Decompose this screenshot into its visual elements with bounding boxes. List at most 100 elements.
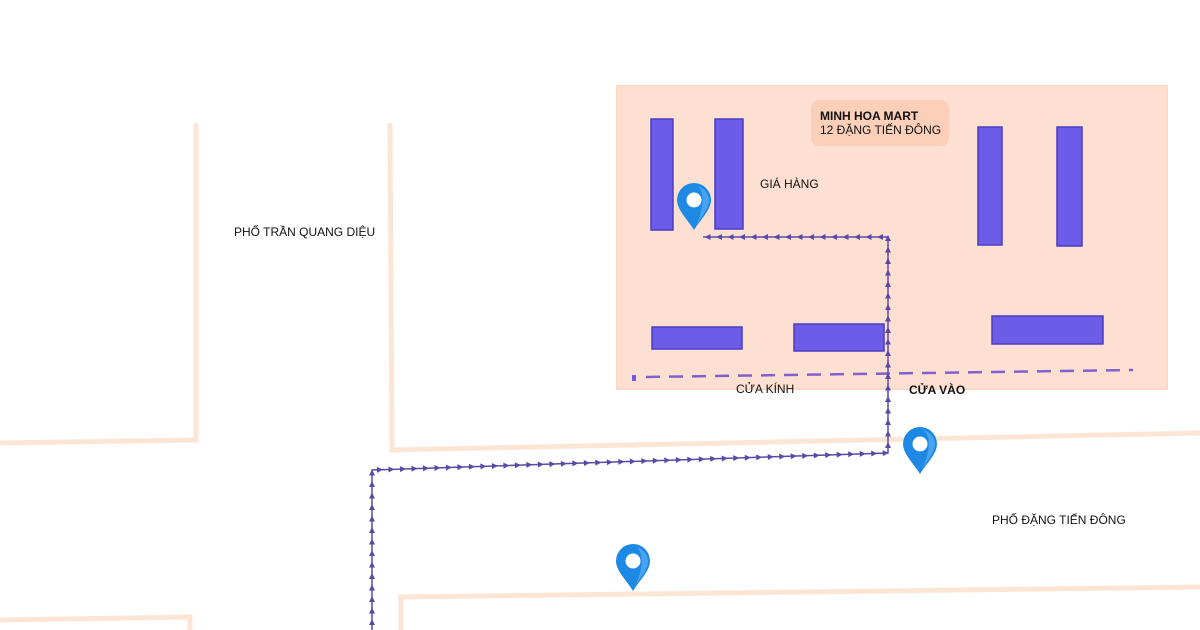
shelf [793, 323, 885, 352]
route-arrow [369, 515, 375, 522]
route-arrow [885, 350, 891, 356]
location-pin-icon[interactable] [616, 544, 650, 591]
door-marker [632, 375, 636, 381]
store-info-card: MINH HOA MART 12 ĐẶNG TIẾN ĐÔNG [811, 100, 949, 146]
route-arrow [721, 455, 728, 462]
route-arrow [796, 234, 803, 240]
route-arrow [503, 462, 510, 469]
route-arrow [854, 234, 860, 240]
route-arrow [885, 315, 891, 322]
route-path [369, 234, 891, 630]
location-pin-icon[interactable] [903, 427, 937, 474]
store-address: 12 ĐẶNG TIẾN ĐÔNG [820, 123, 942, 137]
route-arrow [537, 461, 544, 468]
route-arrow [376, 466, 383, 473]
route-arrow [871, 450, 878, 457]
route-arrow [848, 451, 855, 458]
store-name: MINH HOA MART [820, 109, 919, 123]
shelves [650, 118, 1104, 352]
route-arrow [882, 450, 889, 457]
route-arrow [885, 373, 891, 379]
route-arrow [549, 461, 556, 468]
route-arrow [762, 234, 768, 240]
route-arrow [445, 464, 452, 471]
route-arrow [802, 452, 809, 459]
route-arrow [369, 596, 375, 602]
route-arrow [572, 460, 579, 467]
route-arrow [885, 430, 891, 437]
route-arrow [422, 465, 429, 472]
route-arrow [773, 234, 780, 240]
route-arrow [388, 466, 395, 473]
route-arrow [369, 504, 375, 510]
route-arrow [885, 338, 891, 345]
glass-door-line [645, 368, 1134, 379]
route-arrow [369, 584, 375, 591]
route-arrow [885, 292, 891, 299]
route-arrow [698, 456, 705, 463]
route-arrow [885, 384, 891, 391]
route-arrow [885, 361, 891, 368]
route-arrow [885, 327, 891, 333]
route-arrow [652, 457, 659, 464]
route-arrow [457, 464, 464, 471]
route-arrow [885, 419, 891, 425]
route-arrow [885, 304, 891, 310]
street-label-west: PHỐ TRẦN QUANG DIỆU [234, 225, 376, 239]
street-label-south: PHỐ ĐẶNG TIẾN ĐÔNG [992, 513, 1126, 527]
route-arrow [641, 458, 648, 465]
route-arrow [687, 456, 694, 463]
route-arrow [369, 561, 375, 568]
route-arrow [831, 234, 837, 240]
route-arrow [583, 460, 590, 467]
route-arrow [885, 442, 891, 448]
route-arrow [885, 396, 891, 402]
route-arrow [606, 459, 613, 466]
shelf [714, 118, 744, 230]
road-segment [0, 123, 199, 446]
route-arrow [885, 281, 891, 287]
route-arrow [411, 465, 418, 472]
route-arrow [739, 234, 745, 240]
location-pin-icon[interactable] [677, 183, 711, 230]
route-arrow [369, 492, 375, 499]
route-arrow [710, 455, 717, 462]
route-arrow [885, 269, 891, 276]
route-arrow [767, 453, 774, 460]
route-arrow [526, 461, 533, 468]
route-arrow [369, 550, 375, 556]
route-arrow [560, 460, 567, 467]
route-arrow [369, 573, 375, 579]
route-arrow [733, 455, 740, 462]
road-segment [0, 614, 193, 630]
shelf [651, 326, 743, 350]
route-arrow [514, 462, 521, 469]
route-arrow [825, 452, 832, 459]
shelf [977, 126, 1003, 246]
route-arrow [885, 258, 891, 264]
route-arrow [480, 463, 487, 470]
route-arrow [779, 453, 786, 460]
route-arrow [491, 463, 498, 470]
route-arrow [618, 458, 625, 465]
route-arrow [865, 234, 872, 240]
route-arrow [468, 463, 475, 470]
route-arrow [744, 454, 751, 461]
route-arrow [750, 234, 757, 240]
glass-door-label: CỬA KÍNH [736, 382, 795, 396]
route-arrow [369, 481, 375, 487]
route-arrow [885, 246, 891, 253]
entrance-label: CỬA VÀO [909, 383, 966, 397]
route-arrow [704, 234, 711, 240]
route-arrow [369, 619, 375, 625]
route-arrow [819, 234, 826, 240]
route-arrow [877, 234, 883, 240]
route-arrow [785, 234, 791, 240]
route-arrow [369, 527, 375, 533]
shelf [1056, 126, 1083, 247]
route-arrow [629, 458, 636, 465]
route-arrow [399, 466, 406, 473]
shelves-label: GIÁ HÀNG [760, 177, 819, 191]
route-arrow [813, 452, 820, 459]
